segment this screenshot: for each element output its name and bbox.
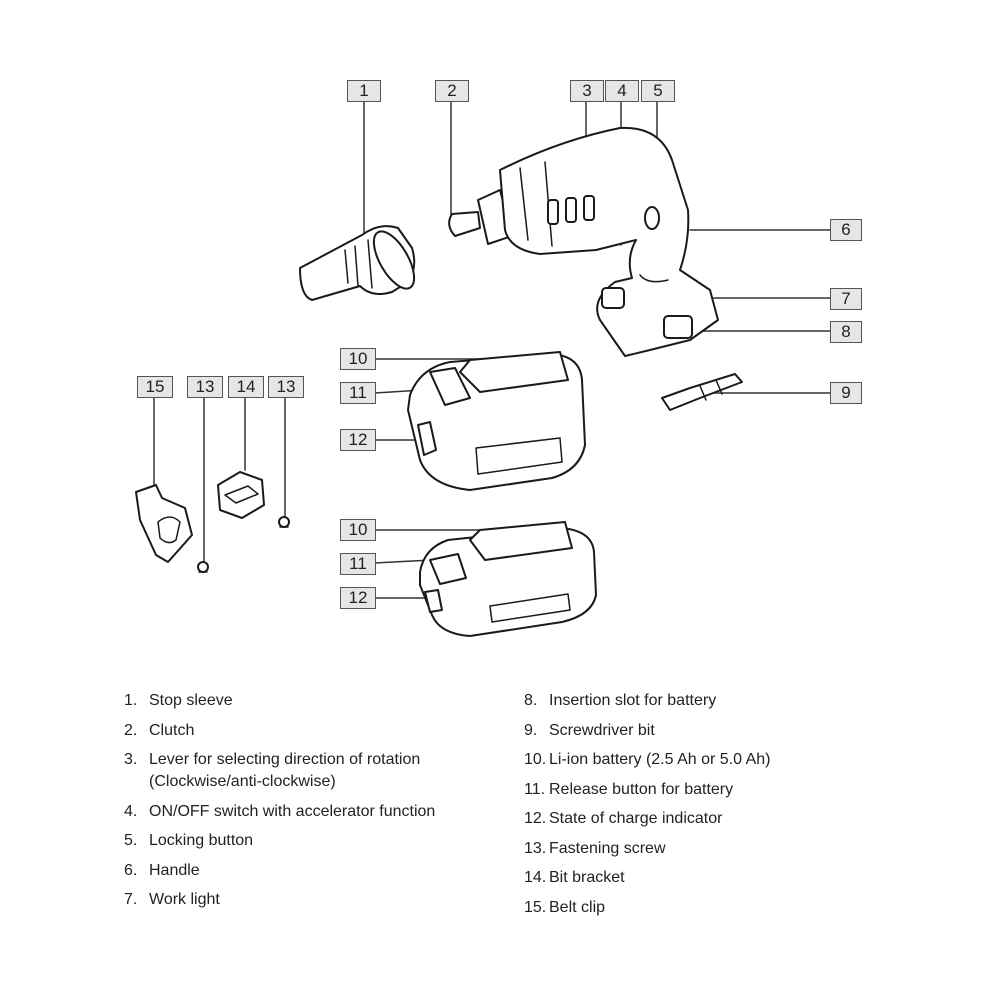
- parts-legend-left: 1.Stop sleeve 2.Clutch 3.Lever for selec…: [124, 690, 484, 919]
- stop-sleeve-drawing: [299, 225, 416, 301]
- legend-item: 4.ON/OFF switch with accelerator functio…: [124, 802, 436, 820]
- legend-item: 15.Belt clip: [524, 898, 606, 916]
- callout-11a: 11: [340, 382, 376, 404]
- legend-item: 8.Insertion slot for battery: [524, 692, 717, 709]
- fastening-screw-drawings: [197, 516, 290, 573]
- screwdriver-bit-drawing: [661, 373, 743, 411]
- callout-14: 14: [228, 376, 264, 398]
- drill-drawing: [448, 126, 719, 357]
- belt-clip-drawing: [135, 484, 193, 563]
- callout-3: 3: [570, 80, 604, 102]
- battery-small-drawing: [419, 521, 597, 637]
- callout-4: 4: [605, 80, 639, 102]
- legend-item: 13.Fastening screw: [524, 839, 666, 857]
- parts-legend-right: 8.Insertion slot for battery 9.Screwdriv…: [524, 690, 854, 926]
- legend-item: 11.Release button for battery: [524, 780, 734, 798]
- callout-11b: 11: [340, 553, 376, 575]
- legend-item: 5.Locking button: [124, 832, 254, 849]
- callout-5: 5: [641, 80, 675, 102]
- callout-6: 6: [830, 219, 862, 241]
- legend-item: 14.Bit bracket: [524, 869, 625, 886]
- battery-large-drawing: [407, 351, 586, 491]
- callout-2: 2: [435, 80, 469, 102]
- legend-item: 3.Lever for selecting direction of rotat…: [124, 751, 421, 790]
- callout-10b: 10: [340, 519, 376, 541]
- legend-item: 9.Screwdriver bit: [524, 721, 655, 739]
- callout-7: 7: [830, 288, 862, 310]
- legend-item: 12.State of charge indicator: [524, 810, 723, 827]
- callout-8: 8: [830, 321, 862, 343]
- bit-bracket-drawing: [217, 471, 265, 519]
- leader-lines: [153, 100, 831, 599]
- legend-item: 10.Li-ion battery (2.5 Ah or 5.0 Ah): [524, 751, 771, 768]
- callout-9: 9: [830, 382, 862, 404]
- callout-1: 1: [347, 80, 381, 102]
- callout-13a: 13: [187, 376, 223, 398]
- callout-12a: 12: [340, 429, 376, 451]
- legend-item: 2.Clutch: [124, 721, 195, 739]
- legend-item: 6.Handle: [124, 861, 200, 879]
- exploded-view-diagram: [135, 100, 831, 637]
- callout-15: 15: [137, 376, 173, 398]
- legend-item: 7.Work light: [124, 891, 220, 908]
- legend-item: 1.Stop sleeve: [124, 692, 233, 709]
- callout-12b: 12: [340, 587, 376, 609]
- callout-13b: 13: [268, 376, 304, 398]
- callout-10a: 10: [340, 348, 376, 370]
